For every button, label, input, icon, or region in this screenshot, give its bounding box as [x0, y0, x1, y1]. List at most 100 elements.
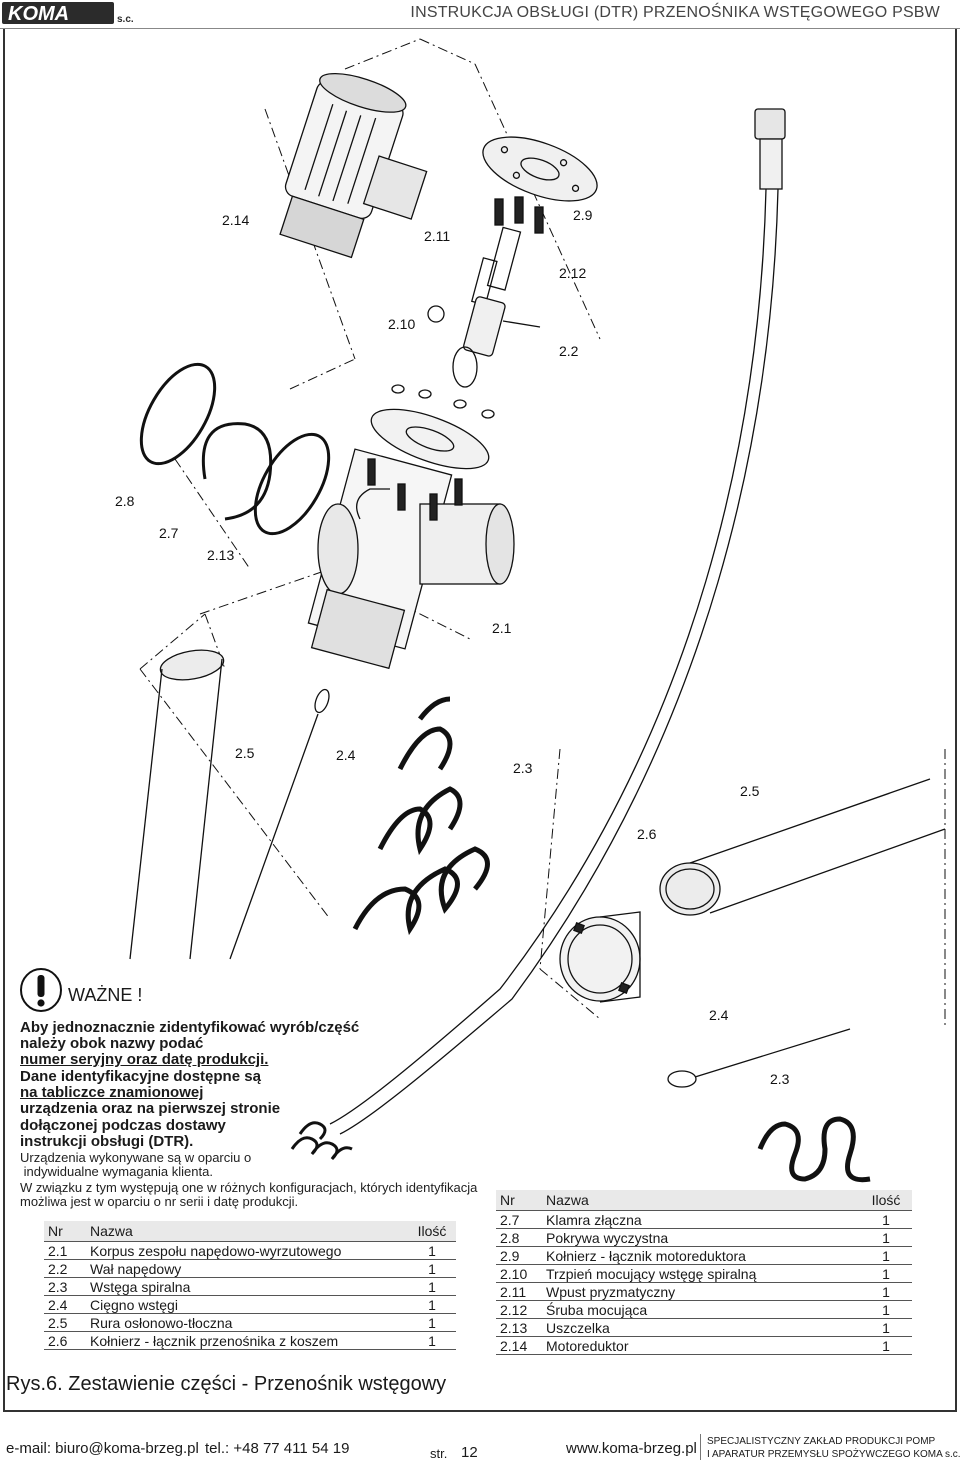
label-2-12: 2.12 [559, 265, 587, 281]
logo-text: KOMA [8, 3, 69, 25]
footer-page-label: str. [430, 1446, 448, 1461]
footer-page-number: 12 [461, 1444, 478, 1461]
cell-nr: 2.11 [496, 1282, 542, 1301]
label-2-6: 2.6 [637, 826, 657, 842]
cell-qty: 1 [860, 1336, 912, 1355]
warning-line-2: należy obok nazwy podać [20, 1035, 204, 1052]
cell-qty: 1 [860, 1318, 912, 1337]
label-2-4-right: 2.4 [709, 1007, 729, 1023]
logo-suffix: s.c. [117, 14, 134, 25]
cell-qty: 1 [408, 1241, 456, 1260]
table-row: 2.3 Wstęga spiralna 1 [44, 1277, 456, 1296]
cell-name: Motoreduktor [542, 1336, 860, 1355]
koma-logo: KOMA s.c. [2, 2, 134, 25]
cell-nr: 2.2 [44, 1259, 86, 1278]
table-row: 2.8 Pokrywa wyczystna 1 [496, 1228, 912, 1247]
cell-name: Klamra złączna [542, 1210, 860, 1229]
cell-qty: 1 [408, 1277, 456, 1296]
cell-nr: 2.13 [496, 1318, 542, 1337]
cell-qty: 1 [408, 1259, 456, 1278]
warning-note-1: Urządzenia wykonywane są w oparciu o [20, 1150, 252, 1165]
table-row: 2.10 Trzpień mocujący wstęgę spiralną 1 [496, 1264, 912, 1283]
table-row: 2.2 Wał napędowy 1 [44, 1259, 456, 1278]
warning-note-4: możliwa jest w oparciu o nr serii i datę… [20, 1194, 299, 1209]
cell-name: Trzpień mocujący wstęgę spiralną [542, 1264, 860, 1283]
warning-line-8: instrukcji obsługi (DTR). [20, 1133, 194, 1150]
label-2-14: 2.14 [222, 212, 250, 228]
cell-nr: 2.8 [496, 1228, 542, 1247]
label-2-4-left: 2.4 [336, 747, 356, 763]
table-row: 2.7 Klamra złączna 1 [496, 1210, 912, 1229]
label-2-13: 2.13 [207, 547, 235, 563]
exploded-assembly-drawing [129, 38, 946, 1183]
footer-website-link[interactable]: www.koma-brzeg.pl [566, 1440, 697, 1457]
col-nr: Nr [44, 1221, 86, 1242]
footer-company-line-1: SPECJALISTYCZNY ZAKŁAD PRODUKCJI POMP [707, 1436, 936, 1447]
label-2-8: 2.8 [115, 493, 135, 509]
col-qty: Ilość [860, 1190, 912, 1211]
cell-name: Korpus zespołu napędowo-wyrzutowego [86, 1241, 408, 1260]
table-header-row: Nr Nazwa Ilość [496, 1190, 912, 1211]
parts-table-right: Nr Nazwa Ilość 2.7 Klamra złączna 1 2.8 … [496, 1190, 912, 1355]
label-2-10: 2.10 [388, 316, 416, 332]
cell-qty: 1 [860, 1228, 912, 1247]
cell-nr: 2.1 [44, 1241, 86, 1260]
warning-line-1: Aby jednoznacznie zidentyfikować wyrób/c… [20, 1019, 360, 1036]
label-2-5-right: 2.5 [740, 783, 760, 799]
footer-company-line-2: I APARATUR PRZEMYSŁU SPOŻYWCZEGO KOMA s.… [707, 1449, 960, 1460]
cell-qty: 1 [860, 1300, 912, 1319]
cell-name: Rura osłonowo-tłoczna [86, 1313, 408, 1332]
cell-nr: 2.7 [496, 1210, 542, 1229]
table-row: 2.13 Uszczelka 1 [496, 1318, 912, 1337]
exclamation-icon [20, 968, 62, 1012]
cell-nr: 2.12 [496, 1300, 542, 1319]
label-2-11: 2.11 [424, 228, 451, 244]
label-2-5-left: 2.5 [235, 745, 255, 761]
cell-nr: 2.5 [44, 1313, 86, 1332]
cell-name: Uszczelka [542, 1318, 860, 1337]
footer-email[interactable]: e-mail: biuro@koma-brzeg.pl [6, 1440, 199, 1457]
cell-qty: 1 [408, 1295, 456, 1314]
cell-nr: 2.9 [496, 1246, 542, 1265]
cell-name: Pokrywa wyczystna [542, 1228, 860, 1247]
cell-name: Wpust pryzmatyczny [542, 1282, 860, 1301]
parts-table-left: Nr Nazwa Ilość 2.1 Korpus zespołu napędo… [44, 1221, 456, 1350]
cell-nr: 2.14 [496, 1336, 542, 1355]
warning-line-5: na tabliczce znamionowej [20, 1084, 204, 1101]
cell-name: Wał napędowy [86, 1259, 408, 1278]
cell-name: Kołnierz - łącznik motoreduktora [542, 1246, 860, 1265]
header-divider [0, 28, 960, 29]
cell-name: Śruba mocująca [542, 1300, 860, 1319]
warning-line-6: urządzenia oraz na pierwszej stronie [20, 1100, 281, 1117]
label-2-3-left: 2.3 [513, 760, 533, 776]
warning-line-4: Dane identyfikacyjne dostępne są [20, 1068, 261, 1085]
cell-name: Wstęga spiralna [86, 1277, 408, 1296]
cell-qty: 1 [408, 1313, 456, 1332]
cell-qty: 1 [408, 1331, 456, 1350]
table-row: 2.9 Kołnierz - łącznik motoreduktora 1 [496, 1246, 912, 1265]
cell-qty: 1 [860, 1210, 912, 1229]
col-nr: Nr [496, 1190, 542, 1211]
cell-qty: 1 [860, 1264, 912, 1283]
cell-qty: 1 [860, 1282, 912, 1301]
label-2-3-right: 2.3 [770, 1071, 790, 1087]
table-row: 2.12 Śruba mocująca 1 [496, 1300, 912, 1319]
footer-divider [700, 1434, 701, 1460]
cell-nr: 2.4 [44, 1295, 86, 1314]
table-row: 2.6 Kołnierz - łącznik przenośnika z kos… [44, 1331, 456, 1350]
cell-nr: 2.3 [44, 1277, 86, 1296]
footer-phone: tel.: +48 77 411 54 19 [205, 1440, 350, 1457]
label-2-2: 2.2 [559, 343, 579, 359]
cell-name: Cięgno wstęgi [86, 1295, 408, 1314]
table-row: 2.5 Rura osłonowo-tłoczna 1 [44, 1313, 456, 1332]
warning-note-2: indywidualne wymagania klienta. [20, 1164, 213, 1179]
label-2-7: 2.7 [159, 525, 179, 541]
header-title: INSTRUKCJA OBSŁUGI (DTR) PRZENOŚNIKA WST… [410, 4, 940, 21]
page-frame [3, 29, 957, 1412]
table-row: 2.4 Cięgno wstęgi 1 [44, 1295, 456, 1314]
cell-nr: 2.6 [44, 1331, 86, 1350]
warning-line-7: dołączonej podczas dostawy [20, 1117, 226, 1134]
table-row: 2.1 Korpus zespołu napędowo-wyrzutowego … [44, 1241, 456, 1260]
label-2-9: 2.9 [573, 207, 593, 223]
cell-name: Kołnierz - łącznik przenośnika z koszem [86, 1331, 408, 1350]
